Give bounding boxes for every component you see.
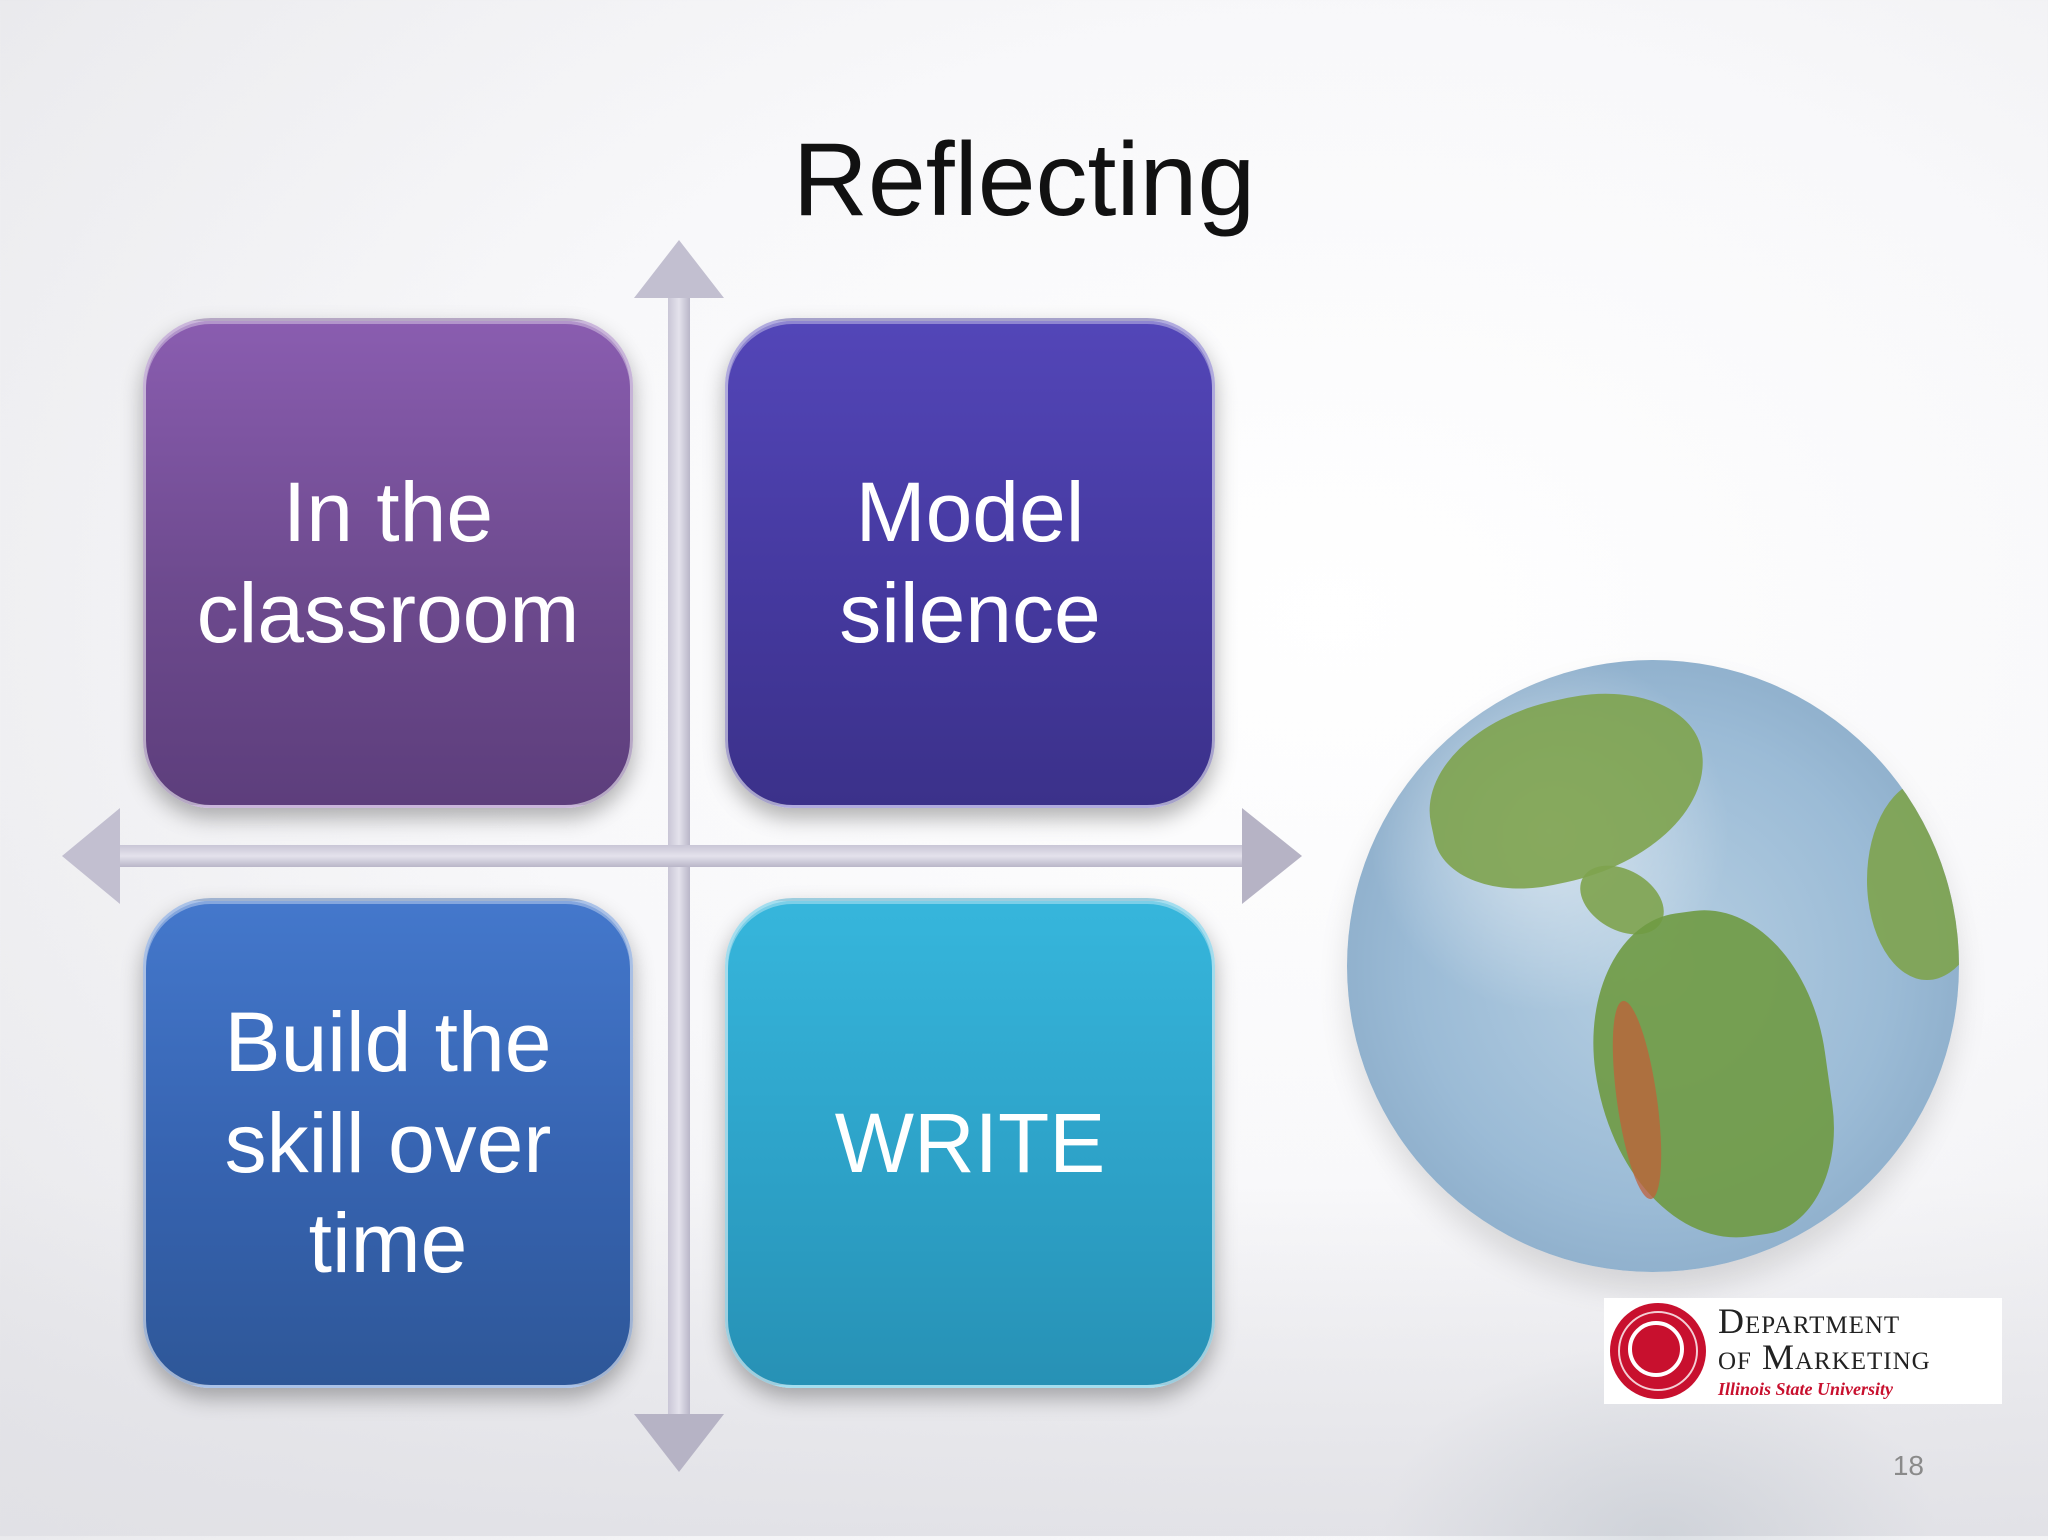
- africa-shape: [1867, 780, 1959, 980]
- quadrant-top-right: Model silence: [725, 318, 1215, 808]
- quadrant-top-left: In the classroom: [143, 318, 633, 808]
- quadrant-bottom-left: Build the skill over time: [143, 898, 633, 1388]
- slide-title: Reflecting: [792, 122, 1256, 238]
- down-arrowhead: [634, 1414, 724, 1472]
- quadrant-bottom-left-text: Build the skill over time: [224, 994, 552, 1291]
- quadrant-top-left-text: In the classroom: [196, 465, 580, 660]
- horizontal-axis: [118, 845, 1244, 867]
- up-arrowhead: [634, 240, 724, 298]
- logo-line-3: Illinois State University: [1718, 1378, 1894, 1399]
- globe-image: [1347, 660, 1959, 1272]
- right-arrowhead: [1242, 808, 1302, 904]
- logo-line-2: of Marketing: [1718, 1336, 1931, 1377]
- quadrant-bottom-right-text: WRITE: [834, 1095, 1106, 1190]
- logo-text: Department of Marketing Illinois State U…: [1718, 1303, 1931, 1400]
- department-logo: Department of Marketing Illinois State U…: [1604, 1298, 2002, 1404]
- page-number: 18: [1892, 1450, 1924, 1481]
- university-seal-icon: [1610, 1303, 1706, 1399]
- logo-line-1: Department: [1718, 1300, 1901, 1341]
- left-arrowhead: [62, 808, 120, 904]
- quadrant-bottom-right: WRITE: [725, 898, 1215, 1388]
- quadrant-top-right-text: Model silence: [839, 465, 1101, 660]
